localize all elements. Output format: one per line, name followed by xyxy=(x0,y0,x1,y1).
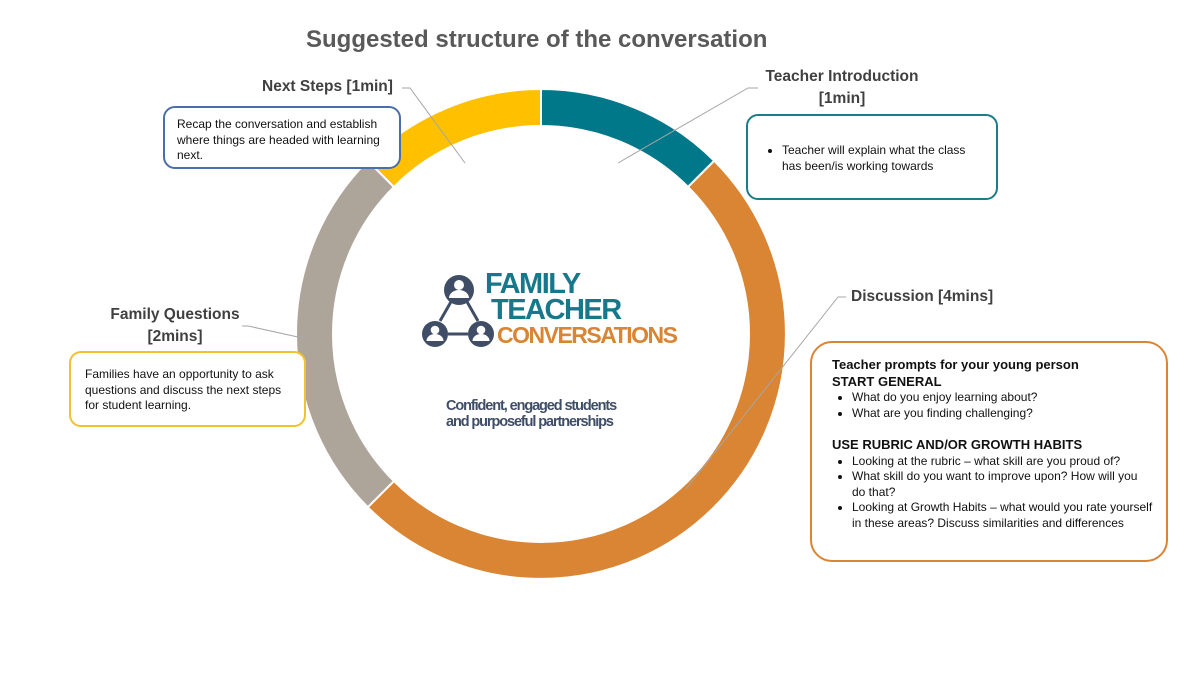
family-questions-text: Families have an opportunity to ask ques… xyxy=(85,367,282,412)
discussion-box: Teacher prompts for your young person ST… xyxy=(810,341,1168,562)
people-network-icon xyxy=(422,275,494,347)
label-family-questions: Family Questions [2mins] xyxy=(100,304,250,348)
logo-teacher: TEACHER xyxy=(491,294,622,326)
discussion-heading-start-general: START GENERAL xyxy=(832,373,942,389)
page-title: Suggested structure of the conversation xyxy=(306,26,768,53)
logo-family: FAMILY xyxy=(485,268,581,300)
leader-line-discussion xyxy=(685,296,846,490)
label-teacher-introduction: Teacher Introduction [1min] xyxy=(752,66,932,110)
label-discussion-title: Discussion [4mins] xyxy=(851,288,994,305)
teacher-introduction-bullet: Teacher will explain what the class has … xyxy=(782,143,978,174)
tagline-line-1: Confident, engaged students xyxy=(446,398,617,414)
next-steps-text: Recap the conversation and establish whe… xyxy=(177,117,380,162)
label-family-questions-title: Family Questions xyxy=(110,306,240,323)
leader-line-teacher-intro xyxy=(617,87,758,164)
label-discussion: Discussion [4mins] xyxy=(851,286,1011,308)
discussion-bullet: What do you enjoy learning about? xyxy=(852,390,1154,406)
logo-conversations: CONVERSATIONS xyxy=(497,322,678,348)
person-right-icon xyxy=(468,321,494,347)
label-teacher-introduction-duration: [1min] xyxy=(818,90,866,107)
discussion-bullet: Looking at the rubric – what skill are y… xyxy=(852,454,1154,470)
leader-lines xyxy=(242,87,846,490)
tagline: Confident, engaged students and purposef… xyxy=(446,398,676,430)
teacher-introduction-box: Teacher will explain what the class has … xyxy=(746,114,998,200)
family-questions-box: Families have an opportunity to ask ques… xyxy=(69,351,306,427)
discussion-bullet: What are you finding challenging? xyxy=(852,406,1154,422)
label-next-steps-title: Next Steps [1min] xyxy=(262,78,393,95)
person-top-icon xyxy=(444,275,474,305)
donut-segments xyxy=(295,87,787,580)
leader-line-family-questions xyxy=(242,325,317,342)
label-family-questions-duration: [2mins] xyxy=(147,328,203,345)
donut-segment-discussion xyxy=(366,159,787,580)
donut-segment-family-questions xyxy=(295,159,396,509)
discussion-bullet: Looking at Growth Habits – what would yo… xyxy=(852,500,1154,531)
discussion-lead: Teacher prompts for your young person xyxy=(832,357,1079,372)
person-left-icon xyxy=(422,321,448,347)
label-teacher-introduction-title: Teacher Introduction xyxy=(765,68,919,85)
discussion-heading-rubric: USE RUBRIC AND/OR GROWTH HABITS xyxy=(832,437,1083,452)
tagline-line-2: and purposeful partnerships xyxy=(446,414,614,430)
leader-line-next-steps xyxy=(402,87,466,164)
donut-segment-next-steps xyxy=(366,87,542,189)
next-steps-box: Recap the conversation and establish whe… xyxy=(163,106,401,169)
label-next-steps: Next Steps [1min] xyxy=(262,76,402,98)
donut-segment-teacher-intro xyxy=(540,87,716,189)
discussion-bullet: What skill do you want to improve upon? … xyxy=(852,469,1154,500)
